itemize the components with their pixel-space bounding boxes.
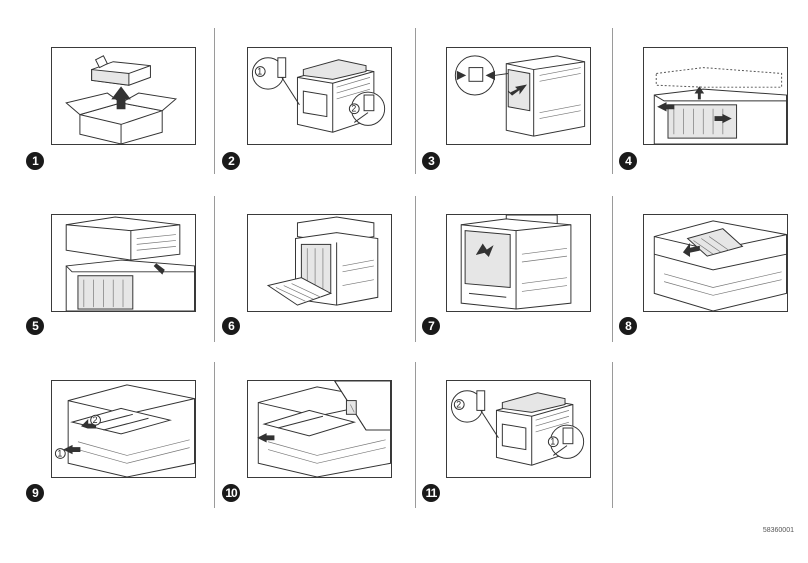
step-4-number-badge: 4 (619, 152, 637, 170)
power-off-unplug-icon: 1 2 (248, 48, 391, 144)
step-8-number-badge: 8 (619, 317, 637, 335)
divider-col-1-row-1 (214, 28, 215, 174)
step-2-illustration: 1 2 (247, 47, 392, 145)
divider-col-3-row-2 (612, 196, 613, 342)
divider-col-1-row-3 (214, 362, 215, 508)
divider-col-3-row-1 (612, 28, 613, 174)
callout-number-2: 2 (93, 415, 98, 425)
callout-number-1: 1 (57, 448, 62, 458)
open-rear-door-icon (447, 48, 590, 144)
divider-col-1-row-2 (214, 196, 215, 342)
divider-col-2-row-1 (415, 28, 416, 174)
open-duplex-unit-icon (248, 215, 391, 311)
step-8-illustration (643, 214, 788, 312)
unpack-box-icon (52, 48, 195, 144)
step-1-number-badge: 1 (26, 152, 44, 170)
step-10-number-badge: 10 (222, 484, 240, 502)
step-10-illustration (247, 380, 392, 478)
callout-number-2: 2 (456, 399, 461, 409)
lift-cover-icon (52, 215, 195, 311)
callout-number-1: 1 (550, 437, 555, 447)
callout-number-1: 1 (257, 66, 262, 76)
step-9-illustration: 1 2 (51, 380, 196, 478)
step-4-illustration (643, 47, 788, 145)
insert-output-tray-icon (644, 215, 787, 311)
step-9-number-badge: 9 (26, 484, 44, 502)
callout-number-2: 2 (351, 104, 356, 114)
remove-top-cover-icon (644, 48, 787, 144)
step-5-illustration (51, 214, 196, 312)
divider-col-2-row-2 (415, 196, 416, 342)
step-11-illustration: 2 1 (446, 380, 591, 478)
step-5-number-badge: 5 (26, 317, 44, 335)
step-7-illustration (446, 214, 591, 312)
step-6-number-badge: 6 (222, 317, 240, 335)
step-3-illustration (446, 47, 591, 145)
divider-col-3-row-3 (612, 362, 613, 508)
step-7-number-badge: 7 (422, 317, 440, 335)
secure-tray-icon (248, 381, 391, 477)
attach-tray-icon: 1 2 (52, 381, 195, 477)
plug-in-power-on-icon: 2 1 (447, 381, 590, 477)
step-11-number-badge: 11 (422, 484, 440, 502)
document-code: 58360001 (763, 527, 794, 534)
step-3-number-badge: 3 (422, 152, 440, 170)
step-6-illustration (247, 214, 392, 312)
close-rear-door-icon (447, 215, 590, 311)
divider-col-2-row-3 (415, 362, 416, 508)
step-2-number-badge: 2 (222, 152, 240, 170)
step-1-illustration (51, 47, 196, 145)
